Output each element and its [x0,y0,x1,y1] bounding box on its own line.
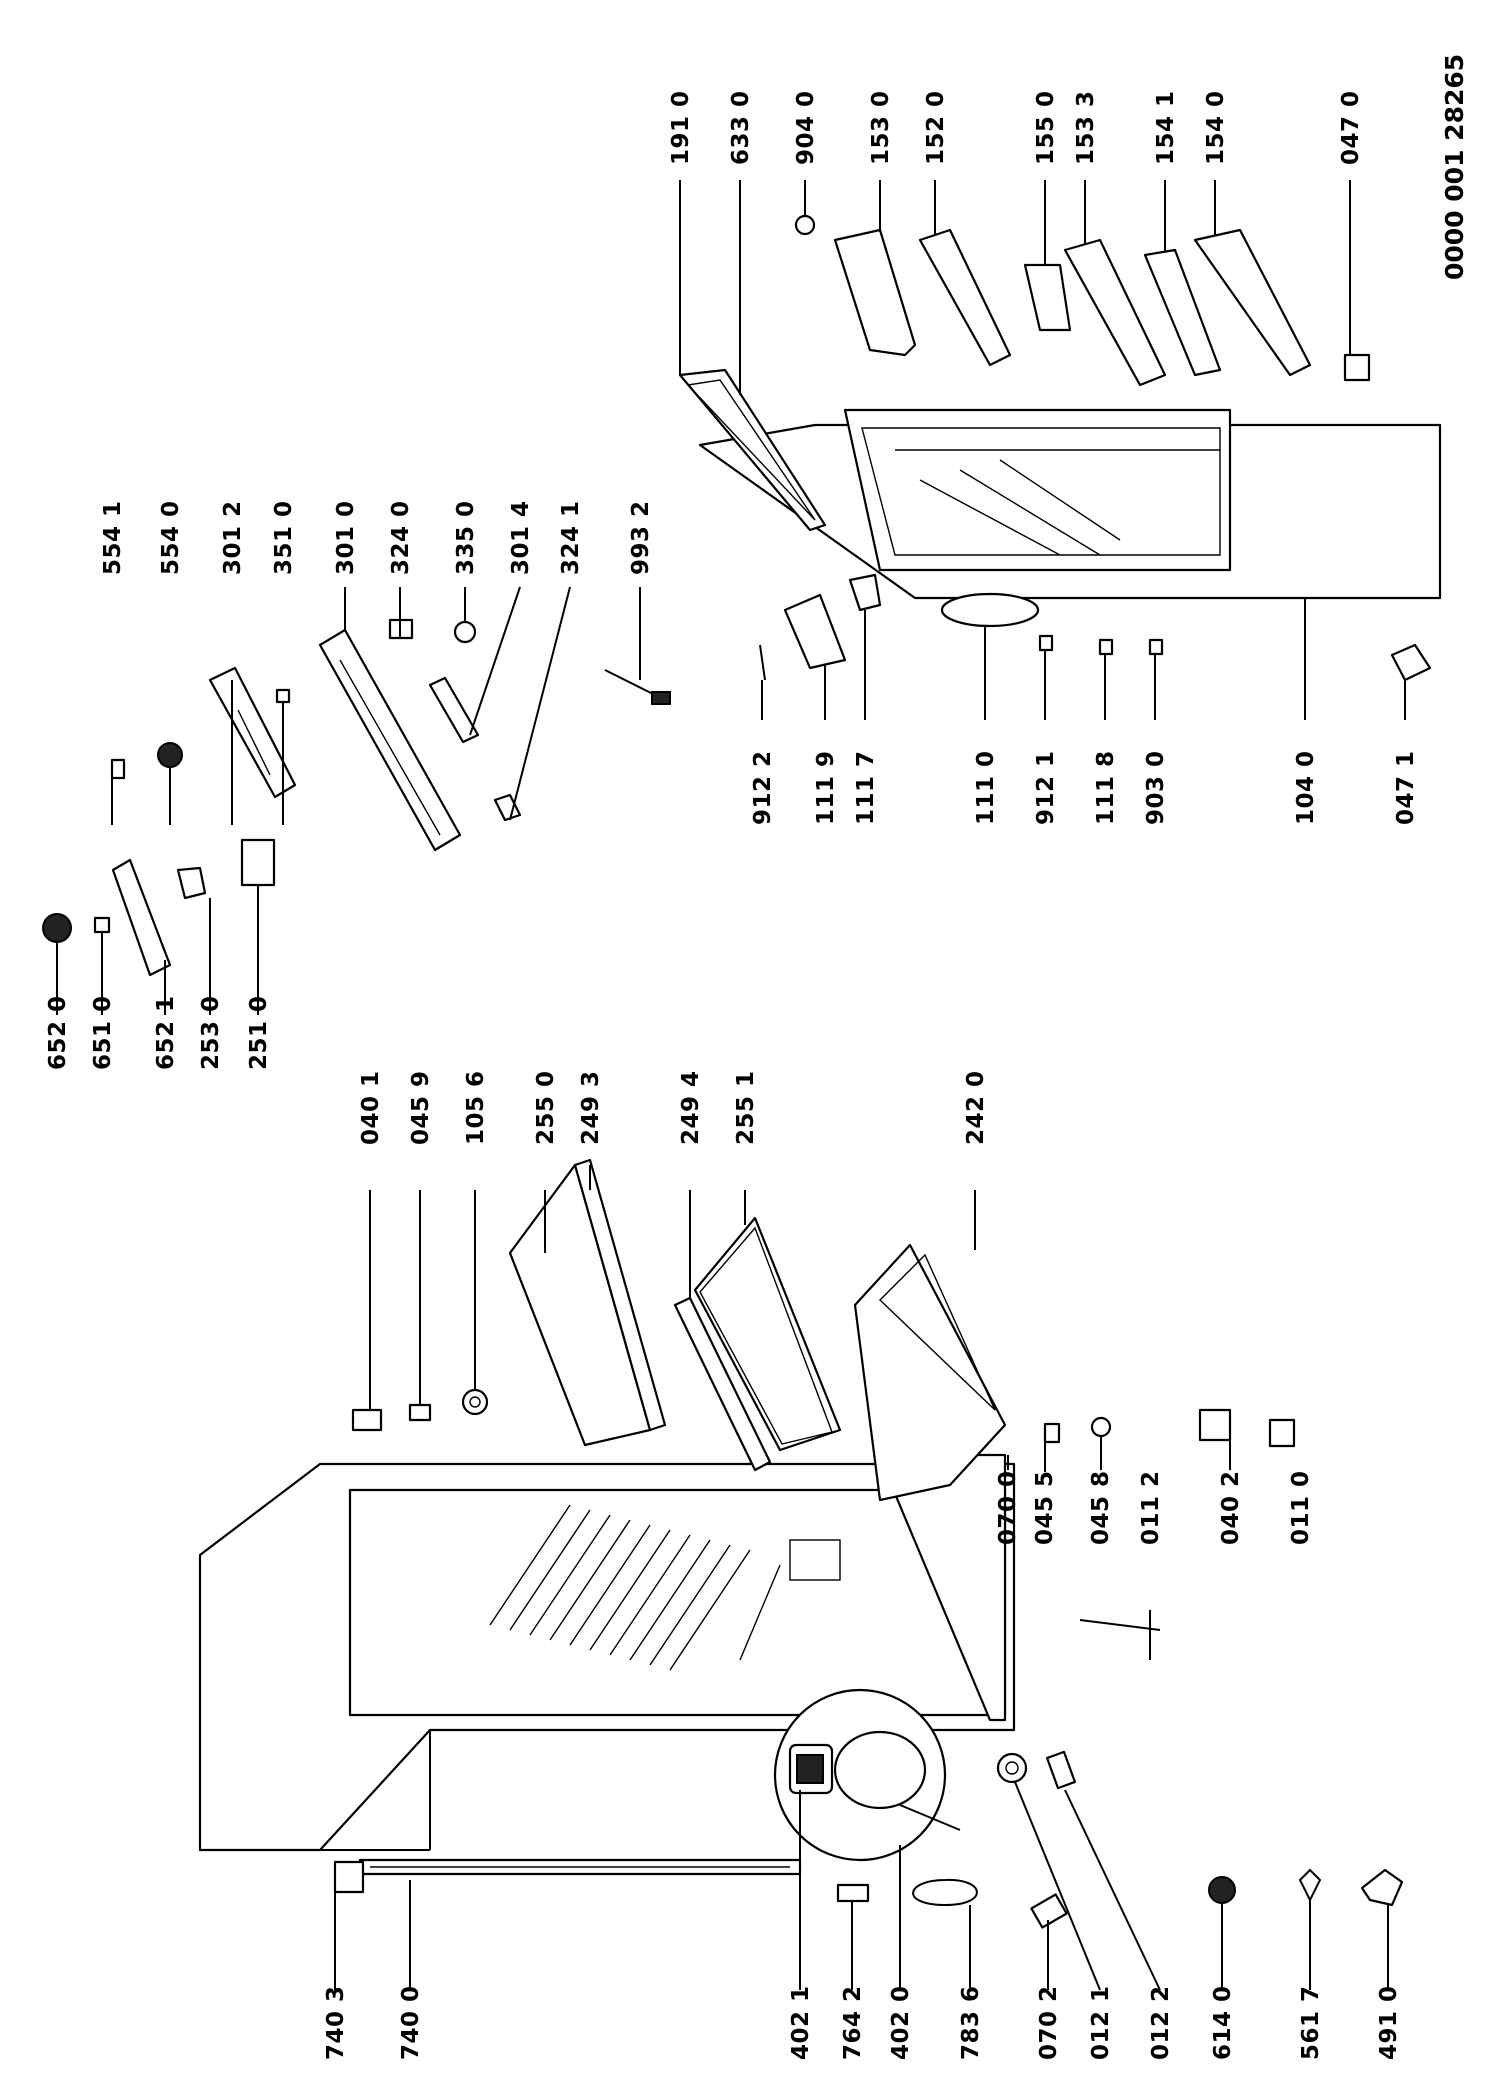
part-label: 104 0 [1293,750,1319,825]
part-label: 070 2 [1036,1985,1062,2060]
part-labels: 740 3 740 0 402 1 764 2 402 0 783 6 070 … [45,54,1469,2060]
document-number: 0000 001 28265 [1440,54,1469,280]
door-assembly [698,408,1442,628]
part-label: 011 0 [1288,1470,1314,1545]
part-label: 633 0 [728,90,754,165]
crisper-drawer [853,1243,1007,1502]
part-label: 105 6 [463,1070,489,1145]
glass-shelf-lower [673,1216,842,1472]
part-label: 351 0 [271,500,297,575]
part-label: 561 7 [1298,1985,1324,2060]
part-label: 111 8 [1093,750,1119,825]
part-label: 255 0 [533,1070,559,1145]
part-label: 652 1 [153,995,179,1070]
refrigerator-cabinet [198,1453,1016,1894]
part-label: 491 0 [1376,1985,1402,2060]
part-label: 912 1 [1033,750,1059,825]
shelf-rails [489,1504,841,1671]
part-label: 040 1 [358,1070,384,1145]
bottom-grille [333,1858,802,1894]
part-label: 011 2 [1138,1470,1164,1545]
part-label: 324 1 [558,500,584,575]
door-bins [759,214,1432,682]
control-panel-parts [42,618,671,977]
compressor-assembly [773,1688,961,1862]
part-label: 040 2 [1218,1470,1244,1545]
door-gasket [678,368,827,532]
part-label: 249 3 [578,1070,604,1145]
part-label: 111 7 [853,750,879,825]
part-label: 301 4 [508,500,534,575]
part-label: 324 0 [388,500,414,575]
leader-lines [56,180,1406,1991]
part-label: 651 0 [90,995,116,1070]
part-label: 335 0 [453,500,479,575]
part-label: 903 0 [1143,750,1169,825]
part-label: 047 0 [1338,90,1364,165]
part-label: 764 2 [840,1985,866,2060]
part-label: 070 0 [995,1470,1021,1545]
part-label: 614 0 [1210,1985,1236,2060]
part-label: 047 1 [1393,750,1419,825]
part-label: 154 0 [1203,90,1229,165]
part-label: 652 0 [45,995,71,1070]
part-label: 253 0 [198,995,224,1070]
part-label: 045 5 [1032,1470,1058,1545]
part-label: 249 4 [678,1070,704,1145]
part-label: 402 1 [788,1985,814,2060]
part-label: 045 8 [1088,1470,1114,1545]
part-label: 154 1 [1153,90,1179,165]
part-label: 554 0 [158,500,184,575]
part-label: 153 0 [868,90,894,165]
shelf-hardware [351,1388,1296,1448]
part-label: 554 1 [100,500,126,575]
glass-shelf-upper [508,1158,667,1447]
part-label: 152 0 [923,90,949,165]
part-label: 912 2 [750,750,776,825]
part-label: 251 0 [246,995,272,1070]
part-label: 045 9 [408,1070,434,1145]
part-label: 402 0 [888,1985,914,2060]
part-label: 255 1 [733,1070,759,1145]
part-label: 111 0 [973,750,999,825]
part-label: 301 2 [220,500,246,575]
part-label: 155 0 [1033,90,1059,165]
part-label: 993 2 [628,500,654,575]
part-label: 242 0 [963,1070,989,1145]
part-label: 012 1 [1088,1985,1114,2060]
part-label: 111 9 [813,750,839,825]
loose-parts [836,1750,1404,1929]
part-label: 191 0 [668,90,694,165]
part-label: 012 2 [1148,1985,1174,2060]
part-label: 783 6 [958,1985,984,2060]
part-label: 153 3 [1073,90,1099,165]
part-label: 740 0 [398,1985,424,2060]
part-label: 301 0 [333,500,359,575]
part-label: 904 0 [793,90,819,165]
part-label: 740 3 [323,1985,349,2060]
